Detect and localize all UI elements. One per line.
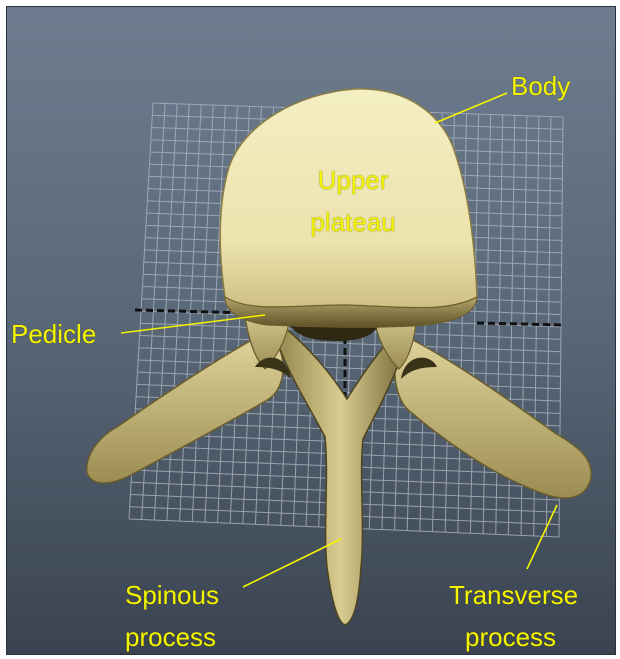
viewport-3d: Body Upper plateau Pedicle Spinous proce… (6, 6, 616, 655)
label-body: Body (511, 71, 570, 101)
left-transverse-process (87, 337, 283, 483)
label-spinous-process-line2: process (125, 622, 216, 652)
label-upper-plateau-line1: Upper (299, 165, 407, 195)
label-upper-plateau-line2: plateau (299, 207, 407, 237)
label-pedicle: Pedicle (11, 319, 96, 349)
vertebra-illustration (7, 7, 616, 655)
spinous-process (271, 317, 411, 625)
label-spinous-process-line1: Spinous (125, 580, 219, 610)
label-transverse-process-line2: process (465, 622, 556, 652)
label-transverse-process-line1: Transverse (449, 580, 578, 610)
